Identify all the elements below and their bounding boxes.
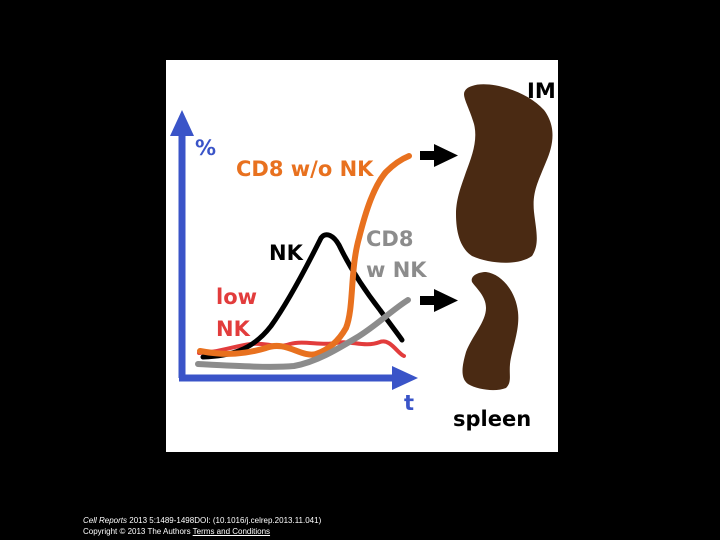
low-nk-label-line1: low bbox=[216, 285, 257, 309]
x-axis-arrowhead bbox=[392, 366, 418, 390]
nk-label: NK bbox=[269, 241, 304, 265]
nk-curve bbox=[200, 232, 405, 360]
copyright-line: Copyright © 2013 The Authors Terms and C… bbox=[83, 526, 321, 537]
citation-text: 2013 5:1489-1498DOI: (10.1016/j.celrep.2… bbox=[127, 516, 322, 525]
cd8-without-nk-curve bbox=[197, 153, 412, 358]
y-axis-label: % bbox=[195, 136, 216, 160]
axes bbox=[170, 110, 418, 390]
copyright-text: Copyright © 2013 The Authors bbox=[83, 527, 193, 536]
cd8-with-nk-label-line2: w NK bbox=[366, 258, 427, 282]
arrow-to-spleen bbox=[420, 289, 458, 312]
im-label: IM bbox=[527, 79, 556, 103]
low-nk-label-line2: NK bbox=[216, 317, 251, 341]
spleen-label: spleen bbox=[453, 407, 531, 431]
citation-footer: Cell Reports 2013 5:1489-1498DOI: (10.10… bbox=[83, 515, 321, 537]
arrow-to-im bbox=[420, 144, 458, 167]
spleen-organ-shape bbox=[462, 272, 519, 391]
im-organ-shape bbox=[456, 84, 553, 263]
citation-line: Cell Reports 2013 5:1489-1498DOI: (10.10… bbox=[83, 515, 321, 526]
journal-name: Cell Reports bbox=[83, 516, 128, 525]
y-axis-arrowhead bbox=[170, 110, 194, 136]
diagram-canvas: % t CD8 w/o NK NK CD8 w NK low NK IM spl… bbox=[170, 79, 556, 431]
terms-and-conditions-link[interactable]: Terms and Conditions bbox=[192, 527, 271, 536]
mechanism-diagram: % t CD8 w/o NK NK CD8 w NK low NK IM spl… bbox=[166, 60, 558, 452]
cd8-with-nk-label-line1: CD8 bbox=[366, 227, 413, 251]
cd8-without-nk-label: CD8 w/o NK bbox=[236, 157, 374, 181]
cd8-with-nk-curve bbox=[195, 297, 411, 370]
x-axis-label: t bbox=[404, 391, 414, 415]
